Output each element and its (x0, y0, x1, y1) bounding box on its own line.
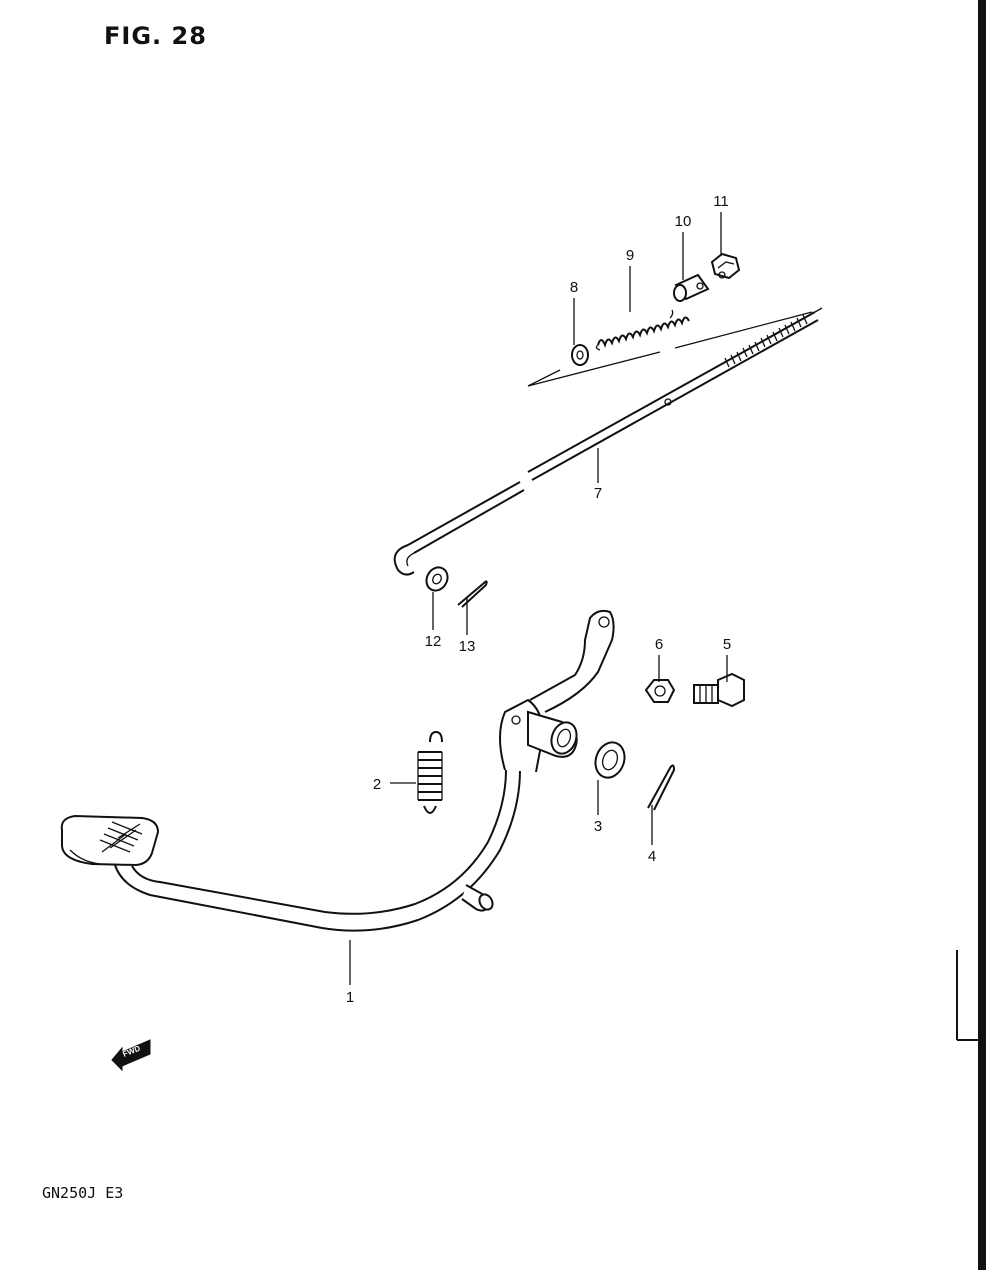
joint-10 (673, 273, 710, 302)
cotter-pin-13 (457, 580, 488, 608)
callout-7: 7 (594, 485, 602, 502)
callout-13: 13 (459, 638, 476, 655)
leader-lines (349, 212, 728, 985)
callout-12: 12 (425, 633, 442, 650)
callout-8: 8 (570, 279, 578, 296)
callout-3: 3 (594, 818, 602, 835)
binder-edge (978, 0, 986, 1270)
callout-5: 5 (723, 636, 731, 653)
washer-3 (594, 741, 626, 779)
bolt-5 (693, 672, 745, 708)
figure-title: FIG. 28 (104, 22, 207, 50)
callout-2: 2 (373, 776, 381, 793)
callout-labels: 1 2 3 4 5 6 7 8 9 10 11 12 13 (346, 193, 731, 1006)
washer-12 (425, 566, 449, 592)
callout-6: 6 (655, 636, 663, 653)
nut-6 (644, 679, 676, 703)
brake-pedal (60, 609, 615, 932)
return-spring-2 (417, 730, 443, 814)
washer-8 (571, 344, 589, 366)
forward-arrow-icon: FWD (111, 1039, 151, 1072)
adjusting-nut-11 (710, 252, 741, 280)
brake-rod (393, 307, 823, 576)
model-code: GN250J E3 (42, 1184, 124, 1202)
spring-9 (595, 309, 690, 351)
callout-10: 10 (675, 213, 692, 230)
cotter-pin-4 (647, 764, 676, 811)
callout-9: 9 (626, 247, 634, 264)
callout-1: 1 (346, 989, 354, 1006)
callout-11: 11 (713, 193, 729, 210)
callout-4: 4 (648, 848, 656, 865)
